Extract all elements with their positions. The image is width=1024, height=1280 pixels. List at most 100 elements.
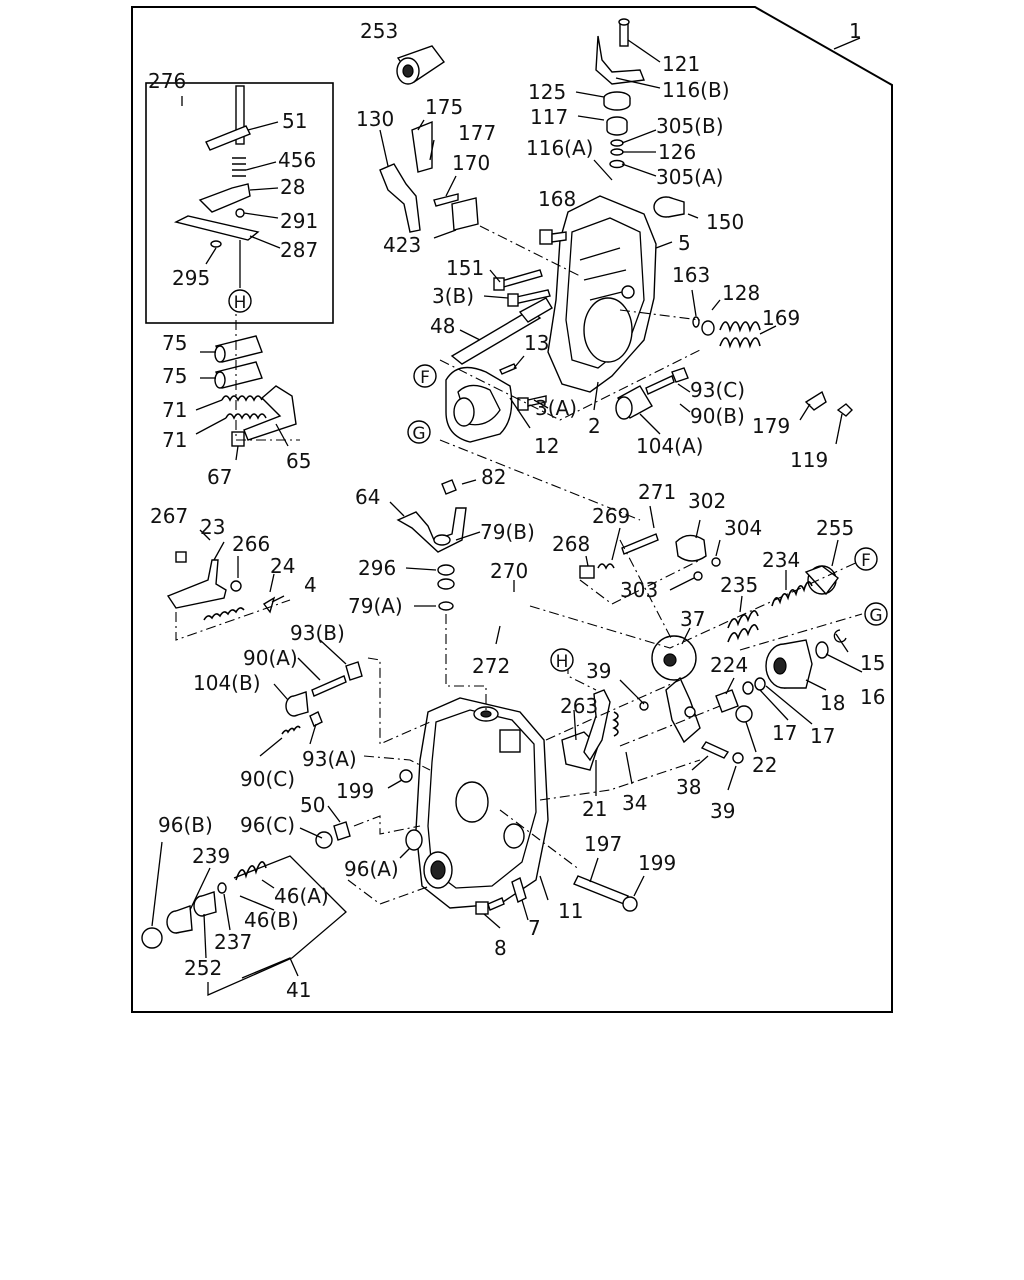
svg-text:F: F xyxy=(420,368,430,388)
spring-part-456 xyxy=(232,157,246,177)
part-label: 177 xyxy=(458,121,496,145)
nut-part-119 xyxy=(836,403,853,417)
part-label: 199 xyxy=(638,851,676,875)
part-label: 252 xyxy=(184,956,222,980)
svg-text:G: G xyxy=(869,606,882,626)
bracket-part-423 xyxy=(451,197,479,231)
pin-part-13 xyxy=(499,363,517,375)
part-label: 263 xyxy=(560,694,598,718)
part-label: 71 xyxy=(162,398,187,422)
part-label: 130 xyxy=(356,107,394,131)
spring-assembly-169 xyxy=(692,316,761,349)
part-label: 3(A) xyxy=(535,396,577,420)
part-label: 15 xyxy=(860,651,885,675)
spring-part-71b xyxy=(225,413,267,420)
part-label: 235 xyxy=(720,573,758,597)
bolt-part-67 xyxy=(231,431,245,447)
nut-part-93c xyxy=(671,367,689,383)
part-label: 2 xyxy=(588,414,601,438)
cap-part-255 xyxy=(804,565,839,596)
part-label: 197 xyxy=(584,832,622,856)
part-label: 48 xyxy=(430,314,455,338)
part-label: 224 xyxy=(710,653,748,677)
part-label: 423 xyxy=(383,233,421,257)
bushing-part-104b xyxy=(285,691,309,717)
part-label: 302 xyxy=(688,489,726,513)
part-label: 121 xyxy=(662,52,700,76)
pump-housing xyxy=(415,697,549,909)
part-label: 24 xyxy=(270,554,295,578)
spring-part-34 xyxy=(612,711,619,737)
part-label: 116(B) xyxy=(662,78,730,102)
washer-stack-296 xyxy=(437,564,455,611)
part-label: 253 xyxy=(360,19,398,43)
reference-marker-g-right: G xyxy=(864,602,888,626)
bushing-part-104a xyxy=(615,385,653,420)
bracket-part-64 xyxy=(396,479,467,553)
leader-lines xyxy=(151,37,863,996)
nut-part-93b xyxy=(345,661,363,681)
reference-marker-f-left: F xyxy=(413,364,437,388)
cap-part-96a xyxy=(405,829,423,851)
part-label: 303 xyxy=(620,578,658,602)
part-label: 46(B) xyxy=(244,908,299,932)
part-label: 266 xyxy=(232,532,270,556)
part-label: 239 xyxy=(192,844,230,868)
part-label: 16 xyxy=(860,685,885,709)
part-label: 1 xyxy=(849,19,862,43)
part-label: 296 xyxy=(358,556,396,580)
part-label: 125 xyxy=(528,80,566,104)
part-label: 82 xyxy=(481,465,506,489)
alignment-lines xyxy=(175,225,863,905)
part-label: 291 xyxy=(280,209,318,233)
part-label: 90(A) xyxy=(243,646,298,670)
cap-part-96c xyxy=(315,831,333,849)
part-label: 7 xyxy=(528,916,541,940)
ring-part-16 xyxy=(815,641,829,659)
nut-part-50 xyxy=(333,821,351,841)
screw-part-90b xyxy=(645,375,675,395)
cap-part-96b xyxy=(141,927,163,949)
reference-marker-f-right: F xyxy=(854,547,878,571)
pin-part-38 xyxy=(700,741,730,759)
part-label: 50 xyxy=(300,793,325,817)
screw-part-271 xyxy=(621,533,659,555)
part-label: 163 xyxy=(672,263,710,287)
part-label: 38 xyxy=(676,775,701,799)
part-label: 295 xyxy=(172,266,210,290)
svg-text:H: H xyxy=(556,652,569,672)
cap-part-239 xyxy=(166,905,193,934)
screw-part-90c xyxy=(281,725,301,735)
diagram-frame xyxy=(131,6,893,1013)
part-label: 170 xyxy=(452,151,490,175)
nut-part-304 xyxy=(711,557,721,567)
housing-part-18 xyxy=(765,639,813,689)
reference-marker-h-lower: H xyxy=(550,648,574,672)
part-label: 175 xyxy=(425,95,463,119)
nut-part-291 xyxy=(235,208,245,218)
lever-part-21 xyxy=(583,689,611,762)
part-label: 128 xyxy=(722,281,760,305)
clip-part-15 xyxy=(833,629,847,643)
ring-part-295 xyxy=(210,240,222,248)
part-label: 8 xyxy=(494,936,507,960)
part-label: 71 xyxy=(162,428,187,452)
part-label: 12 xyxy=(534,434,559,458)
reference-marker-g-left: G xyxy=(407,420,431,444)
screw-part-90a xyxy=(311,675,347,697)
part-label: 5 xyxy=(678,231,691,255)
part-label: 268 xyxy=(552,532,590,556)
part-label: 234 xyxy=(762,548,800,572)
part-label: 168 xyxy=(538,187,576,211)
part-label: 93(B) xyxy=(290,621,345,645)
part-label: 305(B) xyxy=(656,114,724,138)
svg-text:H: H xyxy=(234,293,247,313)
bracket-part-130 xyxy=(379,120,433,233)
bushing-part-253 xyxy=(396,45,446,85)
plug-part-199a xyxy=(399,769,413,783)
plate-part-287 xyxy=(173,215,260,241)
roller-part-75a xyxy=(214,335,263,363)
part-label: 93(C) xyxy=(690,378,745,402)
screw-part-3b xyxy=(507,289,551,307)
